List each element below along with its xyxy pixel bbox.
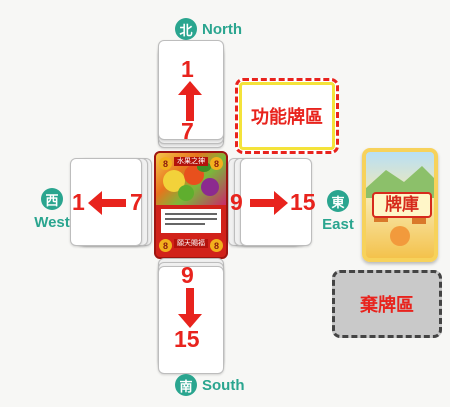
arrow-down-icon bbox=[178, 288, 202, 328]
direction-north: 北 North bbox=[175, 18, 242, 40]
south-label: South bbox=[202, 376, 245, 394]
function-zone-label: 功能牌區 bbox=[251, 107, 323, 127]
corner-badge-tr: 8 bbox=[210, 157, 223, 170]
north-start-number: 1 bbox=[181, 56, 194, 82]
deck-label: 牌庫 bbox=[372, 192, 432, 218]
direction-south: 南 South bbox=[175, 374, 245, 396]
east-badge: 東 bbox=[327, 190, 349, 212]
south-start-number: 9 bbox=[181, 262, 194, 288]
card-text-box bbox=[161, 209, 221, 233]
arrow-right-icon bbox=[250, 191, 288, 215]
arrow-left-icon bbox=[88, 191, 126, 215]
arrow-up-icon bbox=[178, 81, 202, 121]
draw-deck[interactable]: 牌庫 bbox=[362, 148, 438, 262]
function-card-zone[interactable]: 功能牌區 bbox=[235, 78, 339, 154]
west-start-number: 7 bbox=[130, 189, 143, 215]
discard-zone[interactable]: 棄牌區 bbox=[332, 270, 442, 338]
north-badge: 北 bbox=[175, 18, 197, 40]
south-end-number: 15 bbox=[174, 326, 200, 352]
corner-badge-tl: 8 bbox=[159, 157, 172, 170]
center-card-title: 水果之神 bbox=[174, 157, 208, 166]
east-start-number: 9 bbox=[230, 189, 243, 215]
west-label: West bbox=[34, 214, 70, 231]
direction-west: 西 West bbox=[28, 188, 76, 231]
north-label: North bbox=[202, 20, 242, 38]
south-badge: 南 bbox=[175, 374, 197, 396]
center-card-subtitle: 願天賜福 bbox=[174, 239, 208, 248]
north-end-number: 7 bbox=[181, 118, 194, 144]
east-label: East bbox=[322, 216, 354, 233]
east-end-number: 15 bbox=[290, 189, 316, 215]
west-end-number: 1 bbox=[72, 189, 85, 215]
deck-illustration bbox=[366, 166, 434, 246]
corner-badge-bl: 8 bbox=[159, 239, 172, 252]
direction-east: 東 East bbox=[314, 190, 362, 233]
west-badge: 西 bbox=[41, 188, 63, 210]
corner-badge-br: 8 bbox=[210, 239, 223, 252]
center-active-card[interactable]: 水果之神 8 8 願天賜福 8 8 bbox=[154, 151, 228, 259]
discard-zone-label: 棄牌區 bbox=[360, 295, 414, 315]
